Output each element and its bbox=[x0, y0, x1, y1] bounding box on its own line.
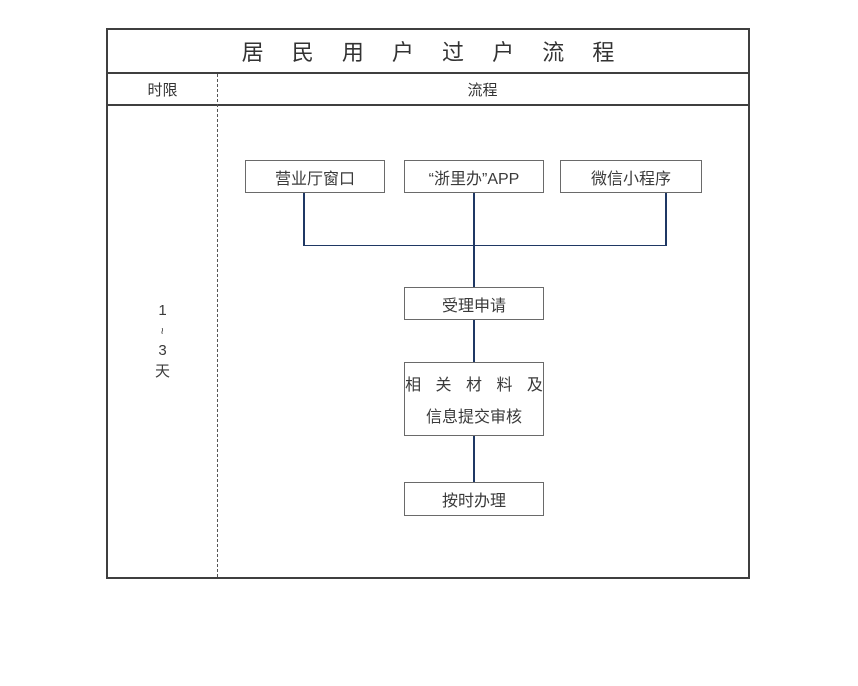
page-title: 居 民 用 户 过 户 流 程 bbox=[241, 40, 626, 65]
time-limit-cell: 1 ~ 3 天 bbox=[108, 106, 217, 577]
flow-node-app[interactable]: “浙里办”APP bbox=[404, 160, 544, 193]
connector-to-handle bbox=[473, 436, 475, 482]
flow-node-submit-materials-line2: 信息提交审核 bbox=[425, 409, 522, 426]
column-header-time-limit: 时限 bbox=[147, 81, 178, 99]
connector-app-drop bbox=[473, 193, 475, 246]
flow-table: 居 民 用 户 过 户 流 程 时限 流程 1 ~ 3 天 bbox=[106, 28, 750, 579]
connector-to-materials bbox=[473, 320, 475, 362]
flow-node-window[interactable]: 营业厅窗口 bbox=[245, 160, 385, 193]
flow-node-accept-application[interactable]: 受理申请 bbox=[404, 287, 544, 320]
time-limit-value: 1 ~ 3 天 bbox=[155, 300, 170, 383]
table-header-row: 时限 流程 bbox=[108, 74, 748, 106]
flow-node-process-on-time-label: 按时办理 bbox=[441, 493, 506, 510]
flow-node-submit-materials-line1: 相 关 材 料 及 bbox=[405, 377, 548, 394]
connector-to-accept bbox=[473, 244, 475, 288]
column-divider bbox=[217, 74, 218, 577]
time-limit-from: 1 bbox=[158, 301, 167, 319]
flow-node-submit-materials[interactable]: 相 关 材 料 及 信息提交审核 bbox=[404, 362, 544, 436]
time-limit-separator: ~ bbox=[155, 327, 170, 335]
time-limit-unit: 天 bbox=[154, 363, 170, 381]
time-limit-to: 3 bbox=[158, 341, 167, 359]
flow-node-accept-application-label: 受理申请 bbox=[441, 297, 506, 315]
flow-node-app-label: “浙里办”APP bbox=[428, 170, 520, 188]
table-body: 1 ~ 3 天 bbox=[108, 106, 748, 577]
flow-node-wechat-label: 微信小程序 bbox=[590, 170, 671, 188]
connector-wechat-drop bbox=[665, 193, 667, 246]
connector-junction-bar bbox=[303, 244, 666, 247]
flow-node-window-label: 营业厅窗口 bbox=[274, 170, 355, 188]
table-title-row: 居 民 用 户 过 户 流 程 bbox=[108, 30, 748, 74]
flow-node-wechat[interactable]: 微信小程序 bbox=[560, 160, 702, 193]
column-header-process: 流程 bbox=[467, 81, 498, 99]
connector-window-drop bbox=[303, 193, 305, 246]
flow-node-process-on-time[interactable]: 按时办理 bbox=[404, 482, 544, 516]
